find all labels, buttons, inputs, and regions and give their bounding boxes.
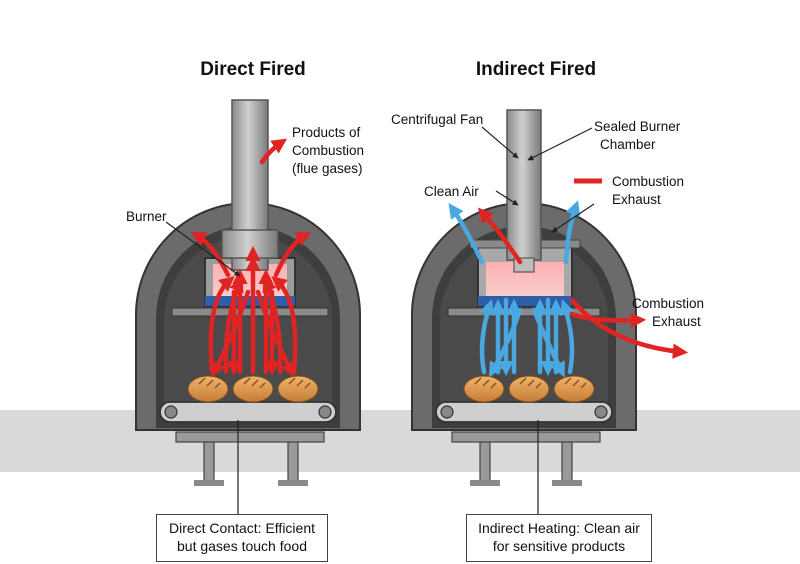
indirect-leader-lines [481, 126, 595, 515]
direct-oven [135, 99, 361, 515]
indirect-caption-line-1: Indirect Heating: Clean air [478, 520, 640, 536]
direct-caption-box: Direct Contact: Efficient but gases touc… [156, 514, 328, 562]
direct-title: Direct Fired [200, 59, 306, 80]
clean-air-label: Clean Air [424, 184, 479, 199]
direct-caption-line-1: Direct Contact: Efficient [168, 520, 316, 536]
direct-conveyor-icon [159, 401, 337, 423]
flue-label-3: (flue gases) [292, 161, 363, 176]
legend-label-2: Exhaust [612, 192, 661, 207]
indirect-exhaust-arrows [477, 207, 689, 359]
indirect-caption-box: Indirect Heating: Clean air for sensitiv… [466, 514, 652, 562]
chamber-label-1: Sealed Burner [594, 119, 681, 134]
indirect-oven [411, 109, 689, 515]
indirect-caption-line-2: for sensitive products [492, 538, 626, 554]
clean-air-arrows [448, 200, 581, 378]
indirect-chimney-pipe-icon [506, 109, 542, 261]
exhaust-label-2: Exhaust [652, 314, 701, 329]
chamber-label-2: Chamber [600, 137, 656, 152]
legend-label-1: Combustion [612, 174, 684, 189]
indirect-conveyor-icon [435, 401, 613, 423]
floor [0, 410, 800, 472]
flue-label-1: Products of [292, 125, 361, 140]
direct-hot-air-arrows [190, 138, 312, 378]
indirect-bread-icon [463, 375, 595, 403]
bread-icon [187, 375, 319, 403]
burner-label: Burner [126, 209, 167, 224]
burner-leader-line [165, 221, 241, 277]
indirect-title: Indirect Fired [476, 59, 596, 80]
fan-label: Centrifugal Fan [391, 112, 483, 127]
direct-caption-line-2: but gases touch food [177, 538, 307, 554]
exhaust-label-1: Combustion [632, 296, 704, 311]
flue-label-2: Combustion [292, 143, 364, 158]
